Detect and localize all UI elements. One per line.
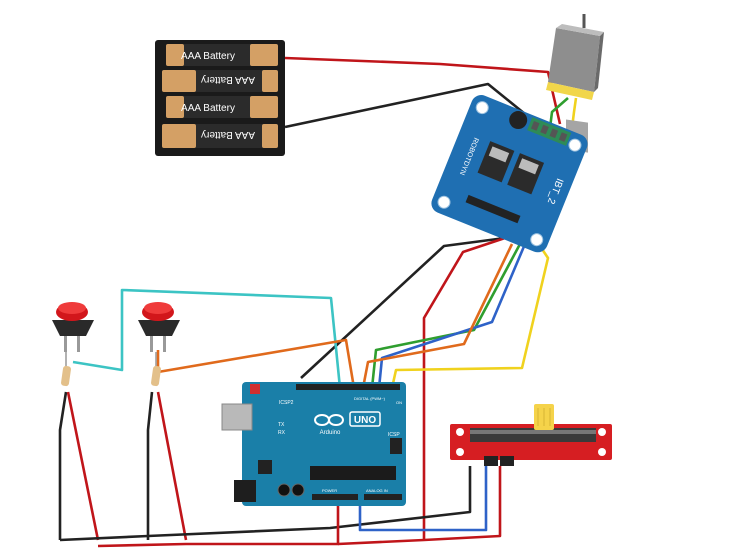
wire-battery-positive bbox=[284, 56, 562, 125]
battery-cell: AAA Battery bbox=[162, 124, 278, 148]
wire-driver-gnd bbox=[300, 236, 506, 379]
battery-label: AAA Battery bbox=[181, 103, 235, 114]
slider-knob[interactable] bbox=[534, 404, 554, 430]
arduino-uno-board: UNO Arduino ICSP2 ICSP TX RX DIGITAL (PW… bbox=[221, 382, 406, 506]
wire-orange-button bbox=[156, 338, 356, 389]
wire-cyan-button bbox=[72, 288, 342, 389]
battery-cell: AAA Battery bbox=[166, 96, 278, 118]
battery-label: AAA Battery bbox=[201, 129, 255, 140]
wire-bus-red bbox=[97, 502, 340, 548]
resistor-1 bbox=[61, 352, 71, 387]
wire-button1-vcc bbox=[66, 391, 100, 541]
arduino-label-power: POWER bbox=[322, 488, 337, 493]
wire-bus-black bbox=[59, 466, 472, 542]
wire-battery-negative bbox=[284, 82, 531, 129]
wire-driver-vcc bbox=[422, 236, 506, 540]
battery-cell: AAA Battery bbox=[162, 70, 278, 92]
wire-orange-ctrl bbox=[361, 243, 514, 389]
wire-yellow-ctrl bbox=[390, 245, 550, 389]
wire-button1-gnd bbox=[58, 391, 68, 540]
wire-bus-red-2 bbox=[337, 466, 502, 546]
resistor-2 bbox=[151, 352, 161, 387]
arduino-label-digital: DIGITAL (PWM~) bbox=[354, 396, 386, 401]
push-button-2[interactable] bbox=[138, 302, 180, 352]
wires bbox=[58, 56, 578, 548]
slide-potentiometer[interactable] bbox=[450, 404, 612, 466]
arduino-brand: Arduino bbox=[320, 430, 341, 436]
arduino-label-icsp: ICSP bbox=[388, 432, 400, 438]
wire-bus-blue bbox=[358, 466, 488, 532]
arduino-label-icsp2: ICSP2 bbox=[279, 400, 294, 406]
push-button-1[interactable] bbox=[52, 302, 94, 352]
arduino-label-rx: RX bbox=[278, 430, 286, 436]
battery-label: AAA Battery bbox=[201, 74, 255, 85]
wire-button2-vcc bbox=[156, 391, 188, 541]
wire-button2-gnd bbox=[146, 391, 154, 540]
arduino-model: UNO bbox=[354, 415, 376, 426]
battery-pack: AAA Battery AAA Battery AAA Battery AAA … bbox=[155, 40, 285, 156]
battery-cell: AAA Battery bbox=[166, 44, 278, 66]
wire-blue-ctrl bbox=[377, 243, 527, 389]
arduino-label-on: ON bbox=[396, 400, 402, 405]
battery-label: AAA Battery bbox=[181, 51, 235, 62]
motor-driver-board: IBT_2 ROBOTDYN bbox=[431, 95, 588, 253]
arduino-label-analog: ANALOG IN bbox=[366, 488, 388, 493]
wire-green-ctrl bbox=[370, 243, 522, 389]
arduino-label-tx: TX bbox=[278, 422, 285, 428]
